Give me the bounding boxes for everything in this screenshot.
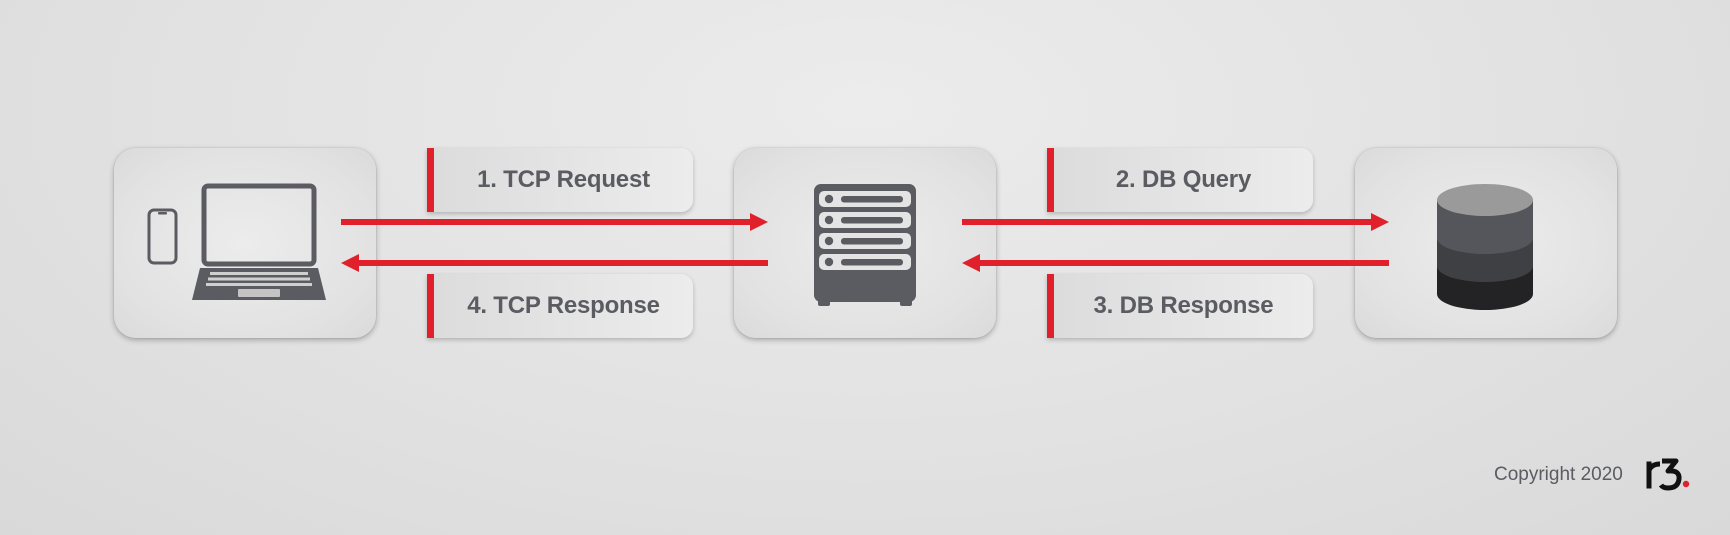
step-label-tcp-response: 4. TCP Response: [427, 274, 693, 338]
client-illustration: [147, 183, 326, 300]
trackpad: [238, 289, 280, 297]
server-slot: [819, 191, 911, 207]
step-label-db-query: 2. DB Query: [1047, 148, 1313, 212]
arrow-db-response: [962, 254, 1389, 272]
laptop-icon: [192, 183, 326, 300]
server-icon: [814, 184, 916, 306]
server-slot: [819, 254, 911, 270]
arrow-tcp-request: [341, 213, 768, 231]
step-label-tcp-request: 1. TCP Request: [427, 148, 693, 212]
phone-icon: [147, 208, 178, 265]
r3-logo: [1646, 458, 1690, 491]
database-node: [1355, 148, 1617, 338]
database-icon: [1437, 184, 1533, 310]
server-slot: [819, 233, 911, 249]
arrow-db-query: [962, 213, 1389, 231]
step-label-db-response: 3. DB Response: [1047, 274, 1313, 338]
arrow-tcp-response: [341, 254, 768, 272]
keyboard-keys: [206, 272, 312, 286]
client-node: [114, 148, 376, 338]
server-slot: [819, 212, 911, 228]
server-node: [734, 148, 996, 338]
copyright-text: Copyright 2020: [1494, 464, 1623, 485]
